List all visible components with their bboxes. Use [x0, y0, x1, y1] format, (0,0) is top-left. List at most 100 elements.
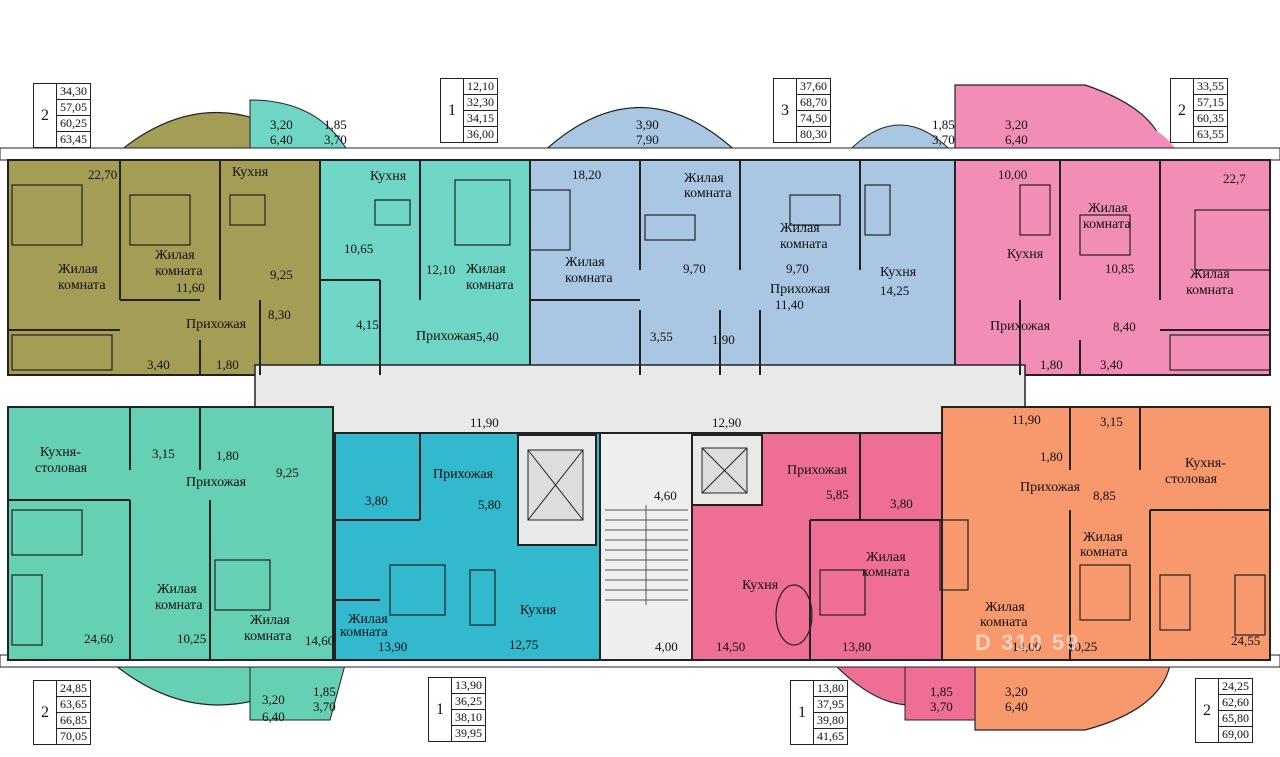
corridor: [254, 364, 1026, 434]
room-label-living: комната: [684, 186, 732, 201]
area-label: 5,80: [478, 497, 501, 512]
area-label: 1,80: [1040, 449, 1063, 464]
area-value: 39,95: [455, 726, 482, 740]
room-label-hall: Прихожая: [770, 282, 831, 297]
room-label-living: комната: [340, 625, 388, 640]
area-label: 1,80: [216, 448, 239, 463]
area-label: 10,25: [1068, 639, 1098, 654]
area-value: 12,10: [464, 79, 497, 95]
balcony-area: 6,40: [1005, 699, 1028, 714]
area-label: 13,80: [842, 639, 872, 654]
unit-box-bottom-2: 1 13,90 36,25 38,10 39,95: [428, 677, 486, 742]
unit-box-top-1: 2 34,30 57,05 60,25 63,45: [33, 83, 91, 148]
room-label-living: комната: [155, 598, 203, 613]
area-value: 63,65: [57, 697, 90, 713]
balcony-area: 7,90: [636, 132, 659, 147]
area-label: 1,80: [216, 357, 239, 372]
area-label: 3,40: [1100, 357, 1123, 372]
area-label: 1,80: [1040, 357, 1063, 372]
room-label-kitchen: Кухня: [232, 165, 269, 180]
area-value: 32,30: [464, 95, 497, 111]
apt-teal: [319, 159, 531, 376]
area-label: 11,40: [775, 297, 804, 312]
unit-box-bottom-1: 2 24,85 63,65 66,85 70,05: [33, 680, 91, 745]
area-label: 10,85: [1105, 261, 1135, 276]
area-value: 63,45: [60, 132, 87, 146]
room-label-living: Жилая: [157, 582, 197, 597]
room-label-living: комната: [1080, 545, 1128, 560]
watermark: D 310 59: [975, 630, 1081, 655]
area-label: 14,00: [1012, 639, 1042, 654]
area-label: 4,00: [655, 639, 678, 654]
area-value: 39,80: [814, 713, 847, 729]
room-label-living: Жилая: [780, 221, 820, 236]
unit-box-top-2: 1 12,10 32,30 34,15 36,00: [440, 78, 498, 143]
area-label: 10,00: [998, 167, 1028, 182]
area-value: 70,05: [60, 729, 87, 743]
room-label-living: Жилая: [985, 600, 1025, 615]
balcony-bottom-orange: [974, 664, 1171, 731]
area-label: 12,90: [712, 415, 742, 430]
area-label: 14,50: [716, 639, 746, 654]
room-label-kitchen: Кухня: [520, 603, 557, 618]
room-count: 2: [34, 681, 57, 744]
area-value: 36,25: [452, 694, 485, 710]
area-value: 80,30: [800, 127, 827, 141]
area-label: 3,80: [365, 493, 388, 508]
room-label-living: комната: [244, 629, 292, 644]
room-label-hall: Прихожая: [787, 463, 848, 478]
balcony-area: 3,20: [270, 117, 293, 132]
room-label-living: комната: [58, 278, 106, 293]
room-label-kitchen: Кухня: [370, 169, 407, 184]
room-label-living: комната: [980, 615, 1028, 630]
apt-olive: [7, 159, 321, 376]
room-label-living: комната: [780, 237, 828, 252]
room-label-living: комната: [1186, 283, 1234, 298]
room-label-living: Жилая: [348, 612, 388, 627]
area-value: 60,25: [57, 116, 90, 132]
area-value: 34,30: [57, 84, 90, 100]
balcony-area: 3,70: [932, 132, 955, 147]
room-count: 1: [791, 681, 814, 744]
area-value: 41,65: [817, 729, 844, 743]
area-value: 69,00: [1222, 727, 1249, 741]
area-label: 3,55: [650, 329, 673, 344]
area-label: 8,30: [268, 307, 291, 322]
area-value: 74,50: [797, 111, 830, 127]
area-label: 11,60: [176, 280, 205, 295]
unit-box-top-3: 3 37,60 68,70 74,50 80,30: [773, 78, 831, 143]
area-label: 3,15: [1100, 414, 1123, 429]
area-label: 1,90: [712, 332, 735, 347]
room-label-kitchen: Кухня: [880, 265, 917, 280]
area-value: 65,80: [1219, 711, 1252, 727]
balcony-area: 3,70: [313, 699, 336, 714]
stairs: [605, 505, 688, 605]
area-label: 9,70: [786, 261, 809, 276]
balcony-area: 1,85: [324, 117, 347, 132]
area-value: 57,05: [57, 100, 90, 116]
room-label-kitchen: Кухня: [1007, 247, 1044, 262]
room-label-hall: Прихожая: [416, 329, 477, 344]
balcony-area: 3,70: [930, 699, 953, 714]
balcony-area: 6,40: [270, 132, 293, 147]
balcony-area: 3,20: [1005, 684, 1028, 699]
area-label: 10,25: [177, 631, 207, 646]
apt-orange: [941, 406, 1271, 661]
room-label-living: комната: [155, 264, 203, 279]
area-label: 11,90: [1012, 412, 1041, 427]
interior-walls: [8, 160, 1270, 660]
area-label: 5,85: [826, 487, 849, 502]
room-label-living: Жилая: [866, 550, 906, 565]
room-label-living: Жилая: [565, 255, 605, 270]
room-label-kitchen-dining: Кухня-: [1185, 456, 1226, 471]
room-count: 3: [774, 79, 797, 142]
room-label-living: комната: [862, 565, 910, 580]
area-label: 22,70: [88, 167, 118, 182]
area-label: 12,75: [509, 637, 539, 652]
furniture: [11, 179, 1271, 646]
area-label: 4,15: [356, 317, 379, 332]
balcony-area: 3,70: [324, 132, 347, 147]
room-label-living: Жилая: [58, 262, 98, 277]
room-label-hall: Прихожая: [990, 319, 1051, 334]
